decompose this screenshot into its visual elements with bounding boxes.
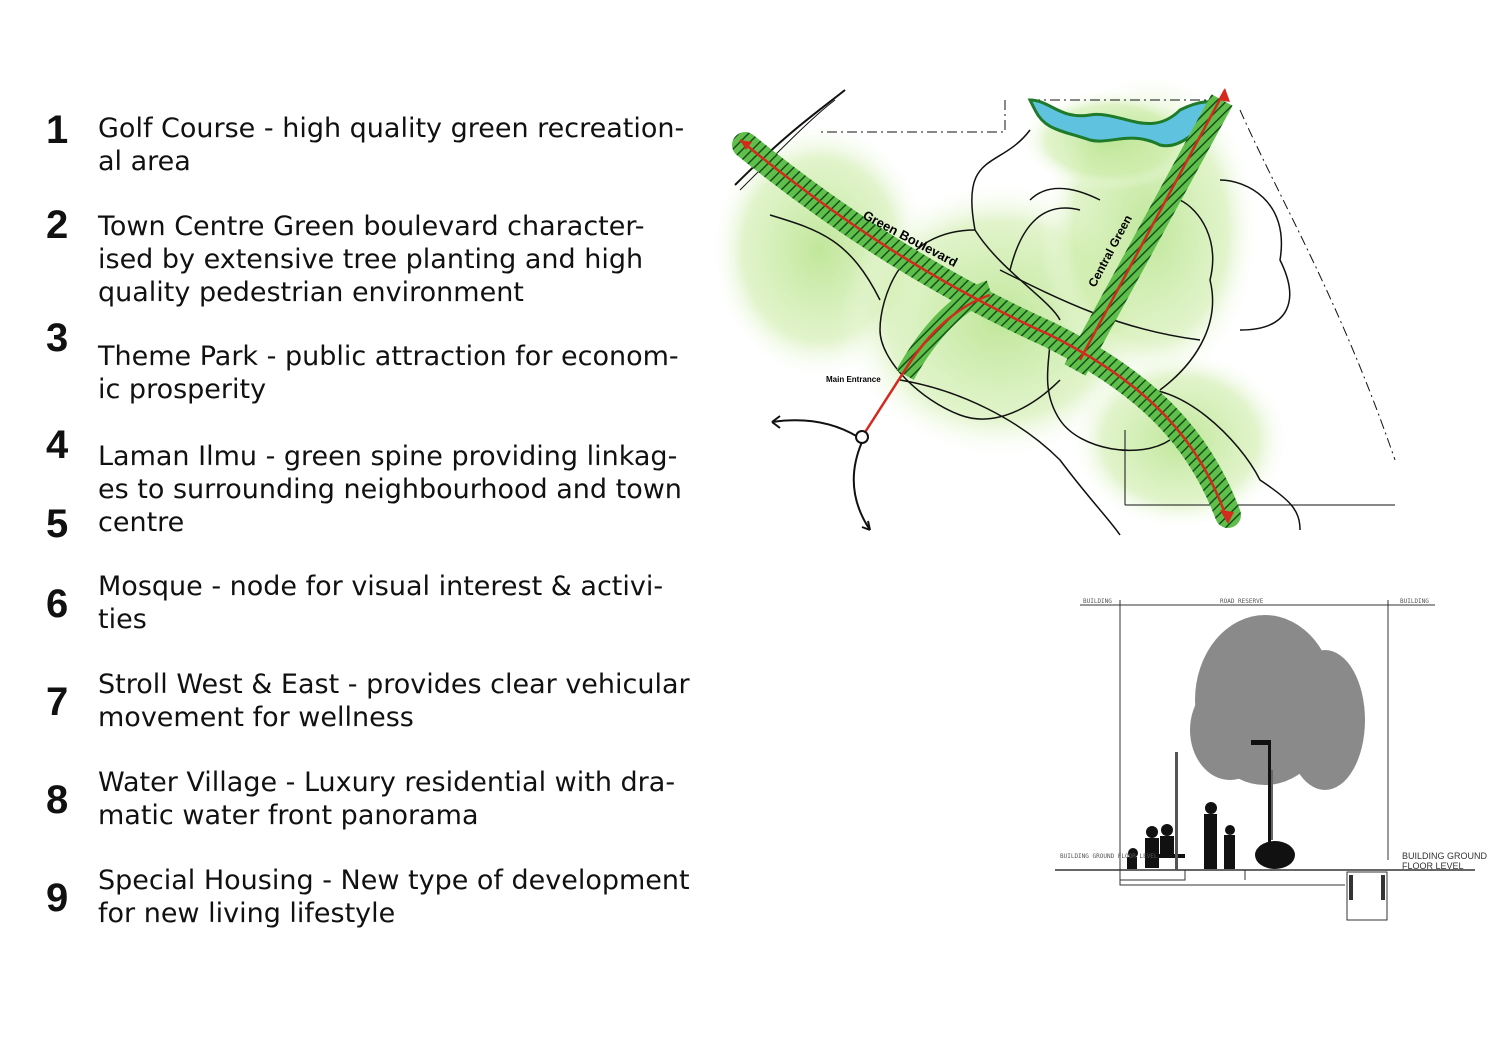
legend-text: Theme Park - public attraction for econo… (98, 341, 679, 405)
arrow-head-icon (740, 140, 752, 150)
section-label-floor-left: BUILDING GROUND FLOOR LEVEL (1060, 853, 1158, 860)
legend-number: 5 (46, 502, 69, 546)
roundabout (771, 415, 871, 531)
legend-text: Special Housing - New type of developmen… (98, 865, 690, 929)
legend-number: 1 (46, 108, 69, 152)
street-section-drawing: BUILDING ROAD RESERVE BUILDING BUILDING … (1055, 598, 1475, 921)
legend-text: Stroll West & East - provides clear vehi… (98, 669, 690, 733)
route-arrow (739, 139, 1230, 523)
drain-hatch (1349, 875, 1385, 900)
legend-text: Water Village - Luxury residential with … (98, 767, 676, 831)
route-arrow (1078, 89, 1227, 361)
main-entrance-label: Main Entrance (826, 375, 881, 384)
legend-text: Golf Course - high quality green recreat… (98, 113, 685, 177)
people-silhouette-icon (1127, 740, 1295, 870)
section-label-building-right: BUILDING (1400, 598, 1429, 605)
master-plan-map: Green Boulevard Central Green Main Entra… (710, 70, 1396, 536)
legend-number: 3 (46, 316, 69, 360)
legend-text: Town Centre Green boulevard character- i… (98, 211, 645, 308)
legend-number: 9 (46, 876, 69, 920)
section-label-floor-right: BUILDING GROUND FLOOR LEVEL (1402, 851, 1488, 871)
tree-icon (1190, 615, 1365, 840)
arrow-head-icon (1220, 510, 1234, 524)
legend-number: 7 (46, 680, 69, 724)
legend-text: Mosque - node for visual interest & acti… (98, 571, 664, 635)
legend-number: 8 (46, 778, 69, 822)
legend-number: 4 (46, 423, 69, 467)
legend-number: 2 (46, 203, 69, 247)
section-label-road-reserve: ROAD RESERVE (1220, 598, 1264, 605)
arrow-head-icon (1218, 88, 1230, 102)
section-label-building-left: BUILDING (1083, 598, 1112, 605)
legend-text: Laman Ilmu - green spine providing linka… (98, 441, 682, 538)
route-arrow (860, 293, 991, 438)
legend-number: 6 (46, 582, 69, 626)
